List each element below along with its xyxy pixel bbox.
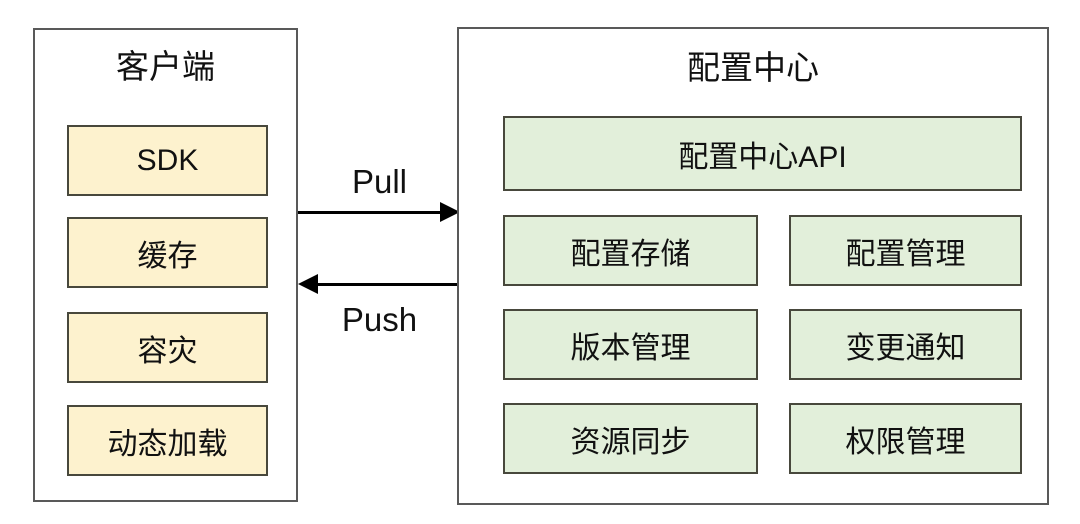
push-label: Push (341, 301, 418, 338)
config-center-panel: 配置中心 配置中心API 配置存储 配置管理 版本管理 变更通知 资源同步 权限… (457, 27, 1049, 505)
config-center-modules-grid: 配置存储 配置管理 版本管理 变更通知 资源同步 权限管理 (503, 215, 1022, 474)
client-panel: 客户端 SDK 缓存 容灾 动态加载 (33, 28, 298, 502)
pull-label: Pull (351, 163, 408, 200)
pull-arrow-line (298, 211, 440, 214)
client-item-disaster-recovery: 容灾 (67, 312, 268, 383)
client-item-dynamic-loading: 动态加载 (67, 405, 268, 476)
client-item-cache: 缓存 (67, 217, 268, 288)
module-config-storage: 配置存储 (503, 215, 758, 286)
client-panel-title: 客户端 (116, 48, 215, 85)
push-arrowhead-icon (298, 274, 318, 294)
push-arrow-line (318, 283, 461, 286)
module-version-management: 版本管理 (503, 309, 758, 380)
config-center-panel-title: 配置中心 (687, 49, 819, 86)
module-resource-sync: 资源同步 (503, 403, 758, 474)
module-change-notification: 变更通知 (789, 309, 1022, 380)
module-permission-management: 权限管理 (789, 403, 1022, 474)
client-item-sdk: SDK (67, 125, 268, 196)
config-center-api-box: 配置中心API (503, 116, 1022, 191)
pull-arrowhead-icon (440, 202, 460, 222)
module-config-management: 配置管理 (789, 215, 1022, 286)
